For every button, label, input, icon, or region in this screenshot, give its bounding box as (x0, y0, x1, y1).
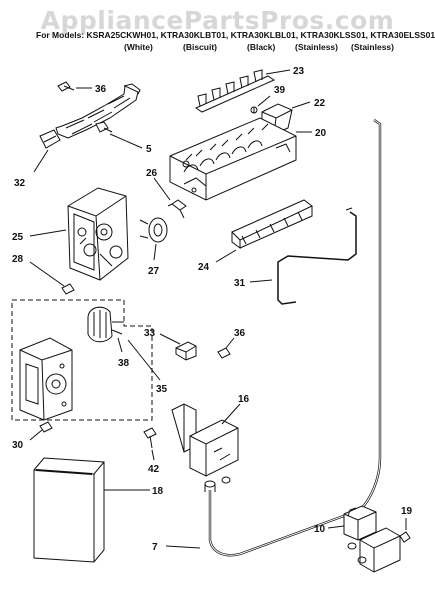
callout-28: 28 (12, 254, 24, 265)
model-color-2: (Biscuit) (183, 42, 217, 52)
leader-26 (153, 177, 171, 201)
part-42-screw[interactable] (143, 427, 157, 449)
part-27-motor[interactable] (139, 217, 168, 243)
part-31-bail-arm[interactable] (277, 207, 357, 305)
callout-7: 7 (152, 542, 158, 553)
model-color-4: (Stainless) (295, 42, 338, 52)
callout-26: 26 (146, 168, 158, 179)
part-35-control-module[interactable] (19, 337, 73, 421)
diagram-footer (0, 588, 435, 600)
leader-36b (225, 337, 235, 349)
leader-25 (29, 229, 67, 237)
callout-39: 39 (274, 85, 286, 96)
callout-18: 18 (152, 486, 164, 497)
callout-32: 32 (14, 178, 26, 189)
callout-16: 16 (238, 394, 250, 405)
diagram-header: AppliancePartsPros.com For Models: KSRA2… (0, 0, 435, 64)
callout-22: 22 (314, 98, 326, 109)
leader-39 (257, 95, 271, 107)
part-19-screw[interactable] (399, 531, 411, 543)
leader-22 (291, 101, 311, 109)
callout-24: 24 (198, 262, 210, 273)
leader-7 (165, 545, 201, 549)
part-23-ejector[interactable] (194, 69, 276, 113)
part-26-thermostat[interactable] (167, 199, 187, 219)
part-36-screw[interactable] (57, 81, 75, 92)
part-20-ice-mold[interactable] (169, 117, 297, 201)
models-line: For Models: KSRA25CKWH01, KTRA30KLBT01, … (36, 30, 435, 40)
callout-36b: 36 (234, 328, 246, 339)
callout-33: 33 (144, 328, 156, 339)
callout-20: 20 (315, 128, 327, 139)
part-30-screw[interactable] (39, 421, 53, 433)
part-32-wire-harness[interactable] (39, 83, 141, 149)
part-18-foam-pad[interactable] (33, 457, 105, 563)
part-39-screw[interactable] (250, 106, 258, 114)
part-38-motor[interactable] (87, 306, 124, 343)
part-25-control-housing[interactable] (67, 187, 129, 281)
part-10-water-valve[interactable] (343, 505, 401, 573)
leader-33 (159, 333, 181, 345)
part-28-screw[interactable] (61, 283, 75, 295)
leader-24 (215, 249, 237, 263)
callout-31: 31 (234, 278, 246, 289)
assembly-35-box (11, 299, 153, 421)
leader-30 (29, 429, 43, 441)
leader-5 (109, 133, 143, 149)
part-33-clip[interactable] (175, 341, 197, 361)
leader-42 (151, 449, 155, 461)
callout-35: 35 (156, 384, 168, 395)
callout-23: 23 (293, 66, 305, 77)
callout-42: 42 (148, 464, 160, 475)
callout-19: 19 (401, 506, 413, 517)
leader-31 (249, 279, 273, 283)
callout-30: 30 (12, 440, 24, 451)
leader-28 (29, 261, 65, 287)
leader-32 (33, 149, 49, 173)
watermark-text: AppliancePartsPros.com (40, 6, 395, 35)
callout-36a: 36 (95, 84, 107, 95)
callout-25: 25 (12, 232, 24, 243)
leader-27 (153, 243, 157, 261)
leader-23 (265, 69, 291, 75)
leader-35 (127, 339, 161, 381)
callout-10: 10 (314, 524, 326, 535)
leader-16 (221, 403, 241, 425)
model-color-3: (Black) (247, 42, 276, 52)
model-color-1: (White) (124, 42, 153, 52)
part-36b-screw[interactable] (217, 347, 231, 359)
part-24-heater[interactable] (231, 199, 313, 249)
part-5-screw[interactable] (95, 121, 113, 133)
part-16-water-valve[interactable] (171, 403, 239, 492)
callout-5: 5 (146, 144, 152, 155)
leader-10 (327, 525, 345, 529)
leader-38 (117, 337, 123, 353)
callout-38: 38 (118, 358, 130, 369)
model-color-5: (Stainless) (351, 42, 394, 52)
callout-27: 27 (148, 266, 160, 277)
